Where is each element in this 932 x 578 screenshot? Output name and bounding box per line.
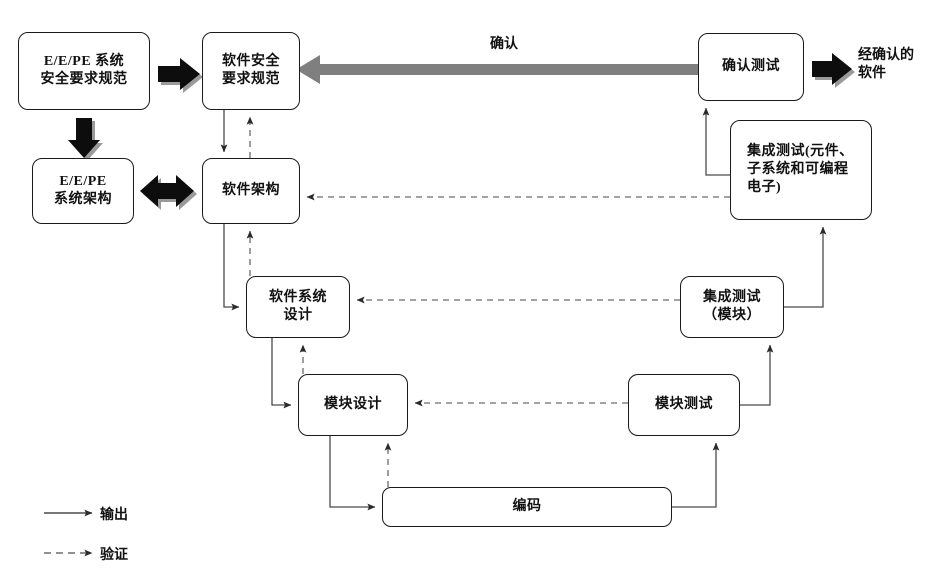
node-module-test[interactable]: 模块测试 — [628, 374, 740, 436]
node-ee-pe-arch[interactable]: E/E/PE 系统架构 — [32, 158, 134, 224]
node-label: 集成测试(元件、 子系统和可编程 电子) — [747, 144, 854, 195]
validated-software-label: 经确认的 软件 — [858, 48, 914, 82]
connector-swarch-to-sysdesign — [223, 224, 240, 311]
connector-modtest-to-intmodule — [740, 344, 774, 406]
node-label: 软件架构 — [222, 183, 280, 199]
node-sw-safety-req[interactable]: 软件安全 要求规范 — [202, 32, 300, 110]
block-arrow-req-to-swreq — [158, 58, 203, 93]
node-label: 模块设计 — [324, 397, 382, 413]
block-arrow-valtest-out — [812, 53, 855, 88]
connector-moddesign-to-coding — [329, 436, 376, 511]
node-module-design[interactable]: 模块设计 — [298, 374, 408, 436]
node-coding[interactable]: 编码 — [382, 487, 672, 527]
node-label: 集成测试 （模块） — [703, 290, 761, 323]
node-validation-test[interactable]: 确认测试 — [698, 33, 804, 101]
connector-intsys-to-valtest — [702, 107, 730, 176]
connector-sysdesign-to-moddesign — [271, 338, 292, 409]
node-label: 软件安全 要求规范 — [222, 54, 280, 87]
node-label: 软件系统 设计 — [269, 290, 327, 323]
block-arrow-arch-bidir — [140, 175, 197, 210]
node-label: E/E/PE 系统 安全要求规范 — [40, 54, 128, 87]
node-label: 确认测试 — [722, 59, 780, 75]
node-integration-system[interactable]: 集成测试(元件、 子系统和可编程 电子) — [730, 120, 872, 220]
block-arrow-validation-flow — [296, 55, 698, 84]
connector-intmodule-to-intsys — [784, 226, 827, 308]
legend-verification-label: 验证 — [100, 548, 128, 563]
node-integration-module[interactable]: 集成测试 （模块） — [680, 276, 784, 338]
node-label: 模块测试 — [655, 397, 713, 413]
validation-arrow-label: 确认 — [490, 37, 518, 52]
legend-output-label: 输出 — [100, 508, 128, 523]
node-sw-arch[interactable]: 软件架构 — [202, 158, 300, 224]
connector-coding-to-modtest — [672, 442, 720, 508]
node-sw-system-design[interactable]: 软件系统 设计 — [246, 276, 350, 338]
block-arrow-req-to-eearch — [68, 118, 103, 161]
node-label: 编码 — [512, 499, 542, 515]
node-ee-pe-safety-req[interactable]: E/E/PE 系统 安全要求规范 — [18, 32, 150, 110]
node-label: E/E/PE 系统架构 — [54, 174, 112, 207]
